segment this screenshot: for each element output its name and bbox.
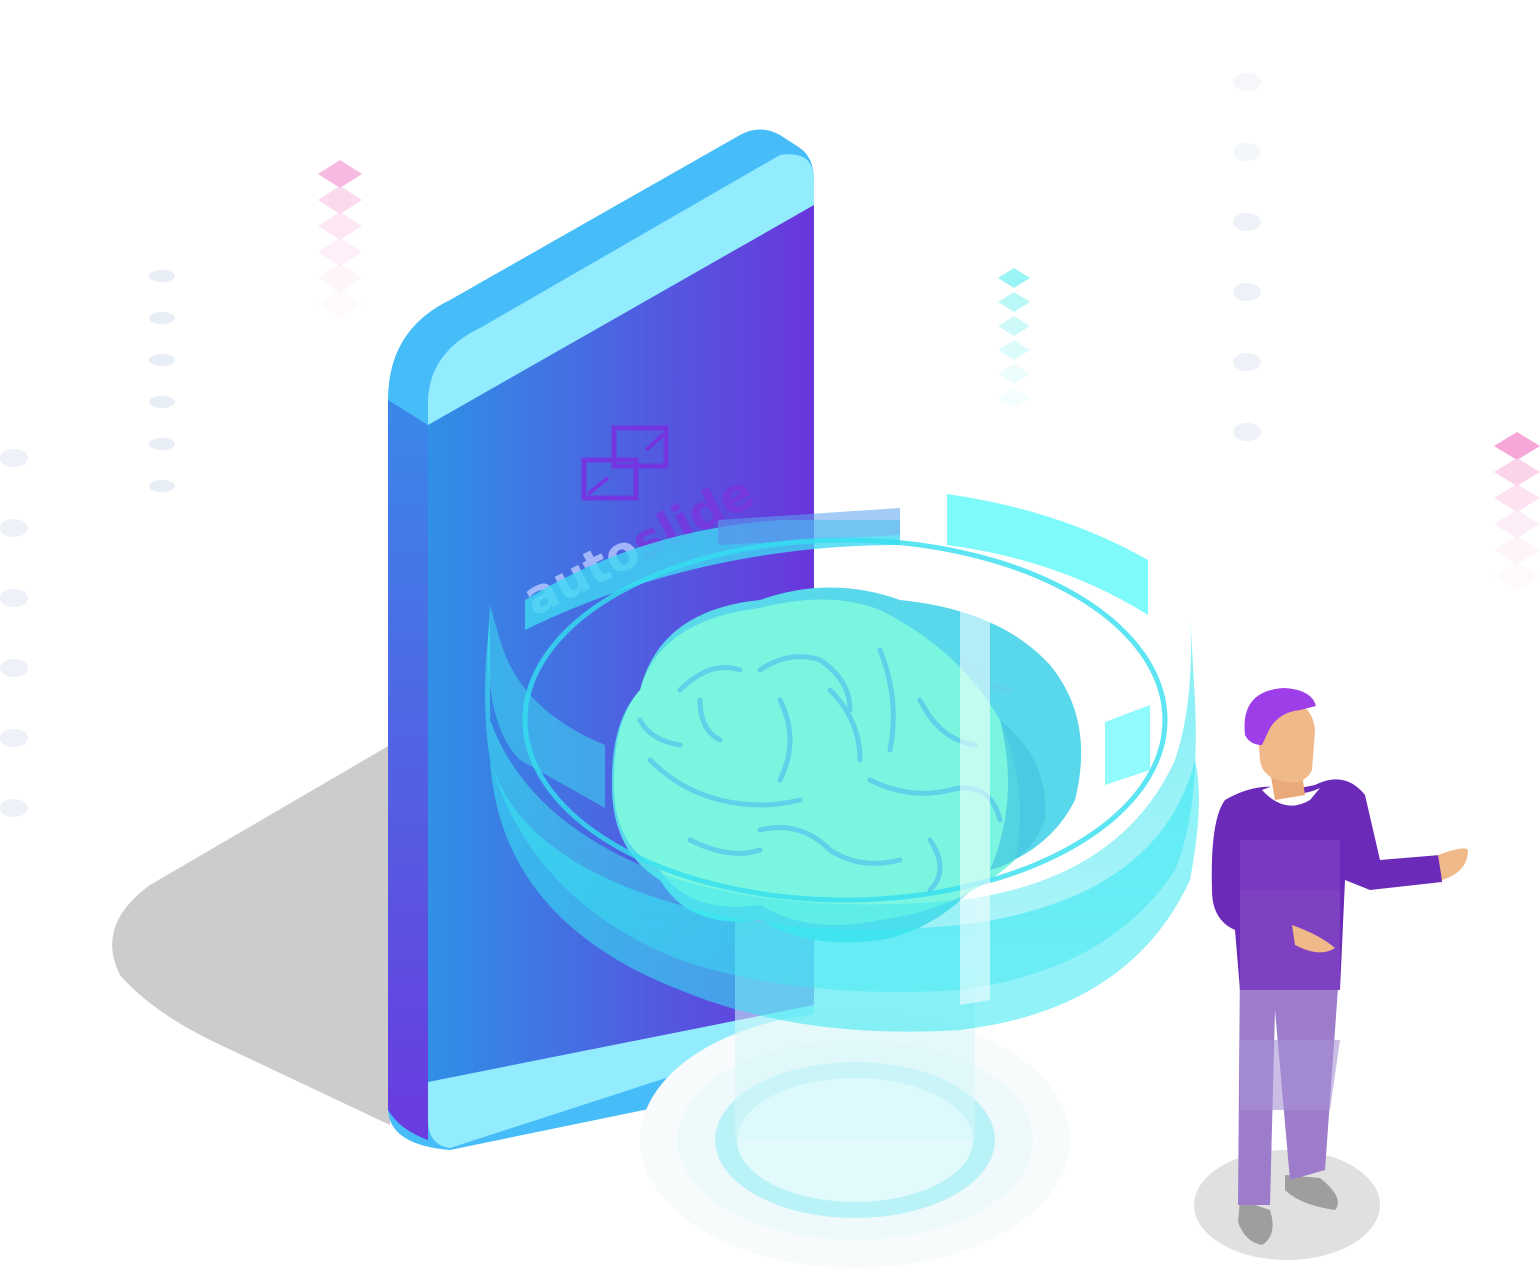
hologram-ring-back [488,494,1148,808]
autoslide-logo-icon [581,425,669,501]
grey-dot-column-edge [0,449,28,817]
person-presenter [1194,688,1468,1260]
pink-diamond-column-left [318,160,362,318]
cyan-diamond-column [998,268,1030,408]
grey-dot-column-right [1233,73,1261,441]
grey-dot-column-left [149,270,175,492]
pink-diamond-column-right [1494,432,1540,590]
hologram-ring-front [485,537,1199,1032]
phone-shadow [112,745,390,1125]
